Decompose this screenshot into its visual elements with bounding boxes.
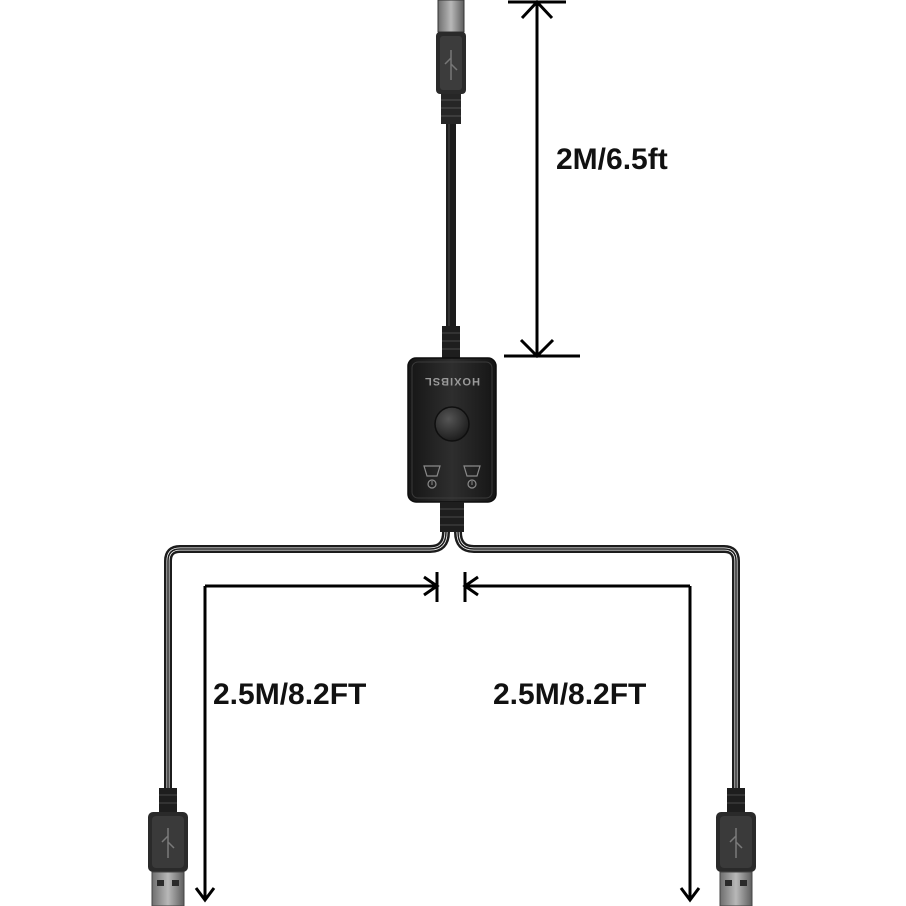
right-cable xyxy=(454,531,740,790)
bottom-strain-relief xyxy=(440,502,464,532)
computer-port-icon xyxy=(423,465,441,489)
usb-b-connector xyxy=(436,0,466,124)
usb-icon xyxy=(161,828,175,858)
switch-button xyxy=(434,406,470,442)
right-cable-length-label: 2.5M/8.2FT xyxy=(493,678,647,711)
left-usb-a-connector xyxy=(148,788,188,906)
svg-text:HOXIBSL: HOXIBSL xyxy=(424,375,480,387)
switch-box: HOXIBSL xyxy=(407,357,497,503)
brand-logo: HOXIBSL xyxy=(424,375,480,387)
left-cable-length-label: 2.5M/8.2FT xyxy=(213,678,367,711)
computer-port-icon xyxy=(463,465,481,489)
usb-icon xyxy=(729,828,743,858)
right-usb-a-connector xyxy=(716,788,756,906)
left-cable xyxy=(164,531,450,790)
top-cable xyxy=(442,124,460,360)
usb-icon xyxy=(444,50,458,80)
top-cable-length-label: 2M/6.5ft xyxy=(556,143,668,176)
right-dimension-marker xyxy=(462,572,701,903)
top-dimension-marker xyxy=(504,0,580,359)
left-dimension-marker xyxy=(194,572,440,903)
